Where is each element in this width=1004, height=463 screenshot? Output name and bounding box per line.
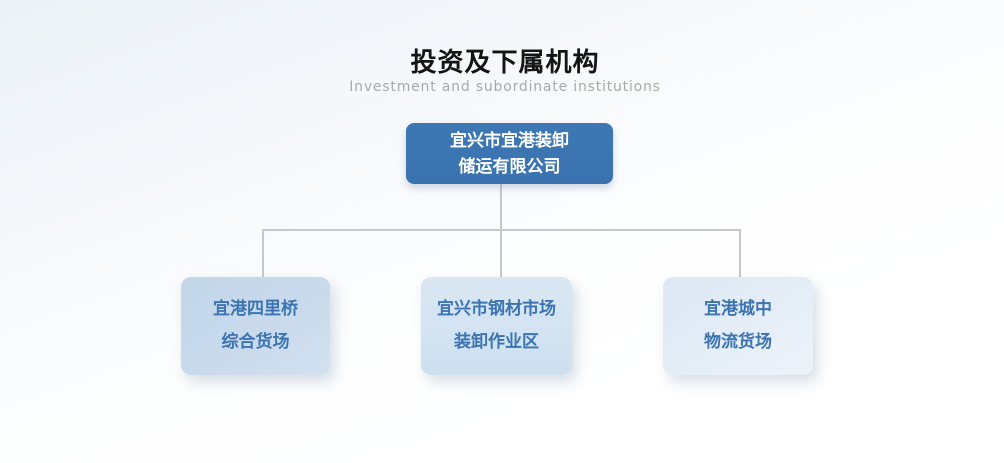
org-node-silqiao-yard: 宜港四里桥 综合货场 xyxy=(181,277,330,375)
connector-drop-middle xyxy=(500,229,502,278)
org-node-child1-line1: 宜港四里桥 xyxy=(213,299,298,319)
org-node-child3-line1: 宜港城中 xyxy=(704,299,772,319)
org-node-root-line1: 宜兴市宜港装卸 xyxy=(450,130,569,151)
page-title: 投资及下属机构 xyxy=(410,48,600,78)
connector-drop-right xyxy=(739,229,741,278)
org-node-root: 宜兴市宜港装卸 储运有限公司 xyxy=(406,123,613,184)
connector-drop-left xyxy=(262,229,264,278)
org-node-child2-line1: 宜兴市钢材市场 xyxy=(437,299,556,319)
org-node-child3-line2: 物流货场 xyxy=(704,332,772,352)
org-node-root-line2: 储运有限公司 xyxy=(458,156,561,177)
connector-root-drop xyxy=(500,183,502,230)
org-node-child2-line2: 装卸作业区 xyxy=(454,332,539,352)
org-node-steel-market-area: 宜兴市钢材市场 装卸作业区 xyxy=(421,277,572,375)
page-subtitle: Investment and subordinate institutions xyxy=(349,79,661,95)
org-node-chengzhong-logistics: 宜港城中 物流货场 xyxy=(663,277,813,375)
org-node-child1-line2: 综合货场 xyxy=(221,332,290,352)
